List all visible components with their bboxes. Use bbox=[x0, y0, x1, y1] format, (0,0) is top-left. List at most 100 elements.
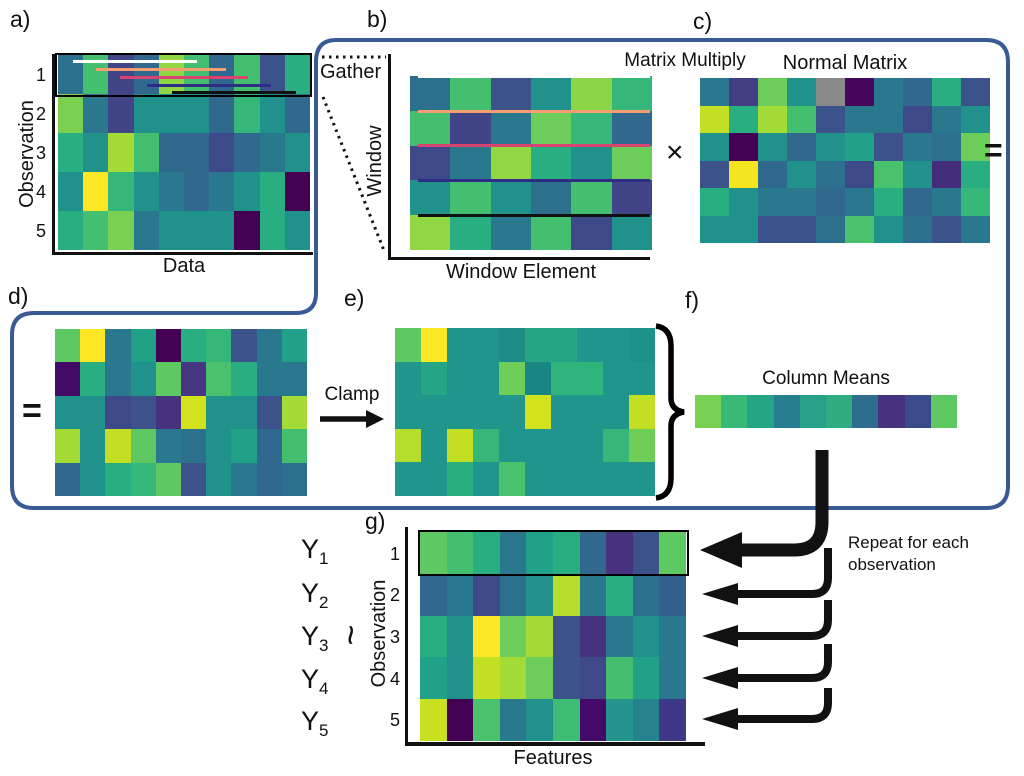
heatmap-cell bbox=[155, 429, 181, 463]
column-means-arrow-shaft bbox=[740, 450, 829, 557]
heatmap-cell bbox=[903, 215, 932, 243]
heatmap-cell bbox=[530, 180, 572, 216]
heatmap-cell bbox=[758, 188, 787, 216]
heatmap-cell bbox=[447, 462, 473, 496]
heatmap-cell bbox=[787, 78, 816, 106]
panel-g-tick-4: 4 bbox=[389, 669, 400, 689]
heatmap-cell bbox=[446, 615, 474, 658]
heatmap-cell bbox=[961, 78, 990, 106]
heatmap-cell bbox=[395, 395, 421, 429]
heatmap-cell bbox=[181, 429, 207, 463]
repeat-note-line1: Repeat for each bbox=[848, 533, 969, 552]
heatmap-cell bbox=[231, 329, 257, 363]
heatmap-cell bbox=[181, 329, 207, 363]
heatmap-cell bbox=[629, 328, 655, 362]
y4-label: Y4 bbox=[301, 664, 328, 699]
heatmap-cell bbox=[787, 133, 816, 161]
heatmap-cell bbox=[961, 160, 990, 188]
heatmap-cell bbox=[526, 573, 553, 616]
heatmap-cell bbox=[903, 78, 932, 106]
heatmap-cell bbox=[83, 172, 109, 211]
column-means-arrow-head bbox=[700, 532, 742, 568]
heatmap-cell bbox=[420, 573, 447, 616]
heatmap-cell bbox=[473, 328, 499, 362]
heatmap-cell bbox=[932, 215, 961, 243]
heatmap-product bbox=[55, 329, 307, 496]
heatmap-cell bbox=[530, 110, 572, 146]
y5-sub: 5 bbox=[319, 721, 329, 740]
panel-b-y-axis bbox=[388, 54, 391, 260]
heatmap-cell bbox=[281, 362, 307, 396]
heatmap-cell bbox=[700, 78, 729, 106]
heatmap-cell bbox=[490, 215, 531, 250]
heatmap-cell bbox=[490, 180, 531, 216]
heatmap-cell bbox=[932, 78, 961, 106]
heatmap-cell bbox=[729, 160, 758, 188]
heatmap-cell bbox=[629, 361, 655, 396]
heatmap-cell bbox=[421, 428, 447, 463]
heatmap-cell bbox=[874, 160, 903, 188]
heatmap-cell bbox=[729, 105, 758, 133]
heatmap-cell bbox=[874, 78, 903, 106]
heatmap-cell bbox=[58, 172, 84, 211]
heatmap-cell bbox=[611, 215, 652, 250]
heatmap-cell bbox=[55, 462, 81, 496]
heatmap-cell bbox=[695, 395, 722, 428]
heatmap-normal-matrix bbox=[700, 78, 990, 243]
heatmap-cell bbox=[904, 395, 931, 428]
heatmap-cell bbox=[256, 329, 282, 363]
heatmap-cell bbox=[105, 429, 131, 463]
heatmap-cell bbox=[611, 76, 652, 111]
panel-a-tick-3: 3 bbox=[35, 143, 46, 163]
heatmap-cell bbox=[105, 395, 131, 430]
panel-b-xlabel: Window Element bbox=[445, 261, 597, 283]
heatmap-cell bbox=[878, 395, 905, 428]
heatmap-cell bbox=[130, 362, 156, 396]
heatmap-cell bbox=[231, 362, 257, 396]
heatmap-cell bbox=[259, 172, 285, 211]
heatmap-cell bbox=[526, 657, 553, 700]
heatmap-cell bbox=[700, 105, 729, 133]
heatmap-cell bbox=[903, 188, 932, 216]
heatmap-cell bbox=[446, 573, 474, 616]
heatmap-cell bbox=[133, 133, 159, 172]
heatmap-cell bbox=[845, 78, 874, 106]
heatmap-cell bbox=[629, 428, 655, 463]
window-line-b5 bbox=[418, 214, 650, 217]
y3-sub: 3 bbox=[319, 636, 329, 655]
y1-base: Y bbox=[301, 534, 320, 564]
heatmap-cell bbox=[611, 110, 652, 146]
panel-a-tick-4: 4 bbox=[35, 182, 46, 202]
panel-g-tick-3: 3 bbox=[389, 627, 400, 647]
heatmap-cell bbox=[181, 395, 207, 430]
panel-a-row1-outline bbox=[55, 53, 312, 97]
heatmap-cell bbox=[155, 362, 181, 396]
heatmap-cell bbox=[551, 428, 577, 463]
heatmap-cell bbox=[579, 615, 607, 658]
panel-label-d: d) bbox=[8, 283, 29, 309]
repeat-arrow-3-shaft bbox=[736, 600, 832, 640]
heatmap-cell bbox=[659, 573, 686, 616]
heatmap-cell bbox=[158, 133, 184, 172]
heatmap-cell bbox=[611, 180, 652, 216]
y4-base: Y bbox=[301, 664, 320, 694]
repeat-arrow-5-shaft bbox=[736, 688, 832, 723]
clamp-arrow-head bbox=[366, 410, 384, 428]
heatmap-cell bbox=[473, 615, 500, 658]
heatmap-cell bbox=[284, 133, 310, 172]
heatmap-cell bbox=[395, 361, 421, 396]
y4-sub: 4 bbox=[319, 679, 329, 698]
heatmap-cell bbox=[206, 395, 232, 430]
pipeline-container-outline bbox=[10, 38, 1010, 510]
heatmap-cell bbox=[284, 211, 310, 250]
heatmap-cell bbox=[961, 215, 990, 243]
heatmap-cell bbox=[184, 133, 210, 172]
heatmap-cell bbox=[787, 105, 816, 133]
heatmap-cell bbox=[231, 462, 257, 496]
heatmap-output bbox=[420, 532, 686, 741]
column-means-title: Column Means bbox=[762, 368, 890, 389]
heatmap-cell bbox=[447, 428, 473, 463]
heatmap-cell bbox=[874, 105, 903, 133]
heatmap-cell bbox=[932, 105, 961, 133]
